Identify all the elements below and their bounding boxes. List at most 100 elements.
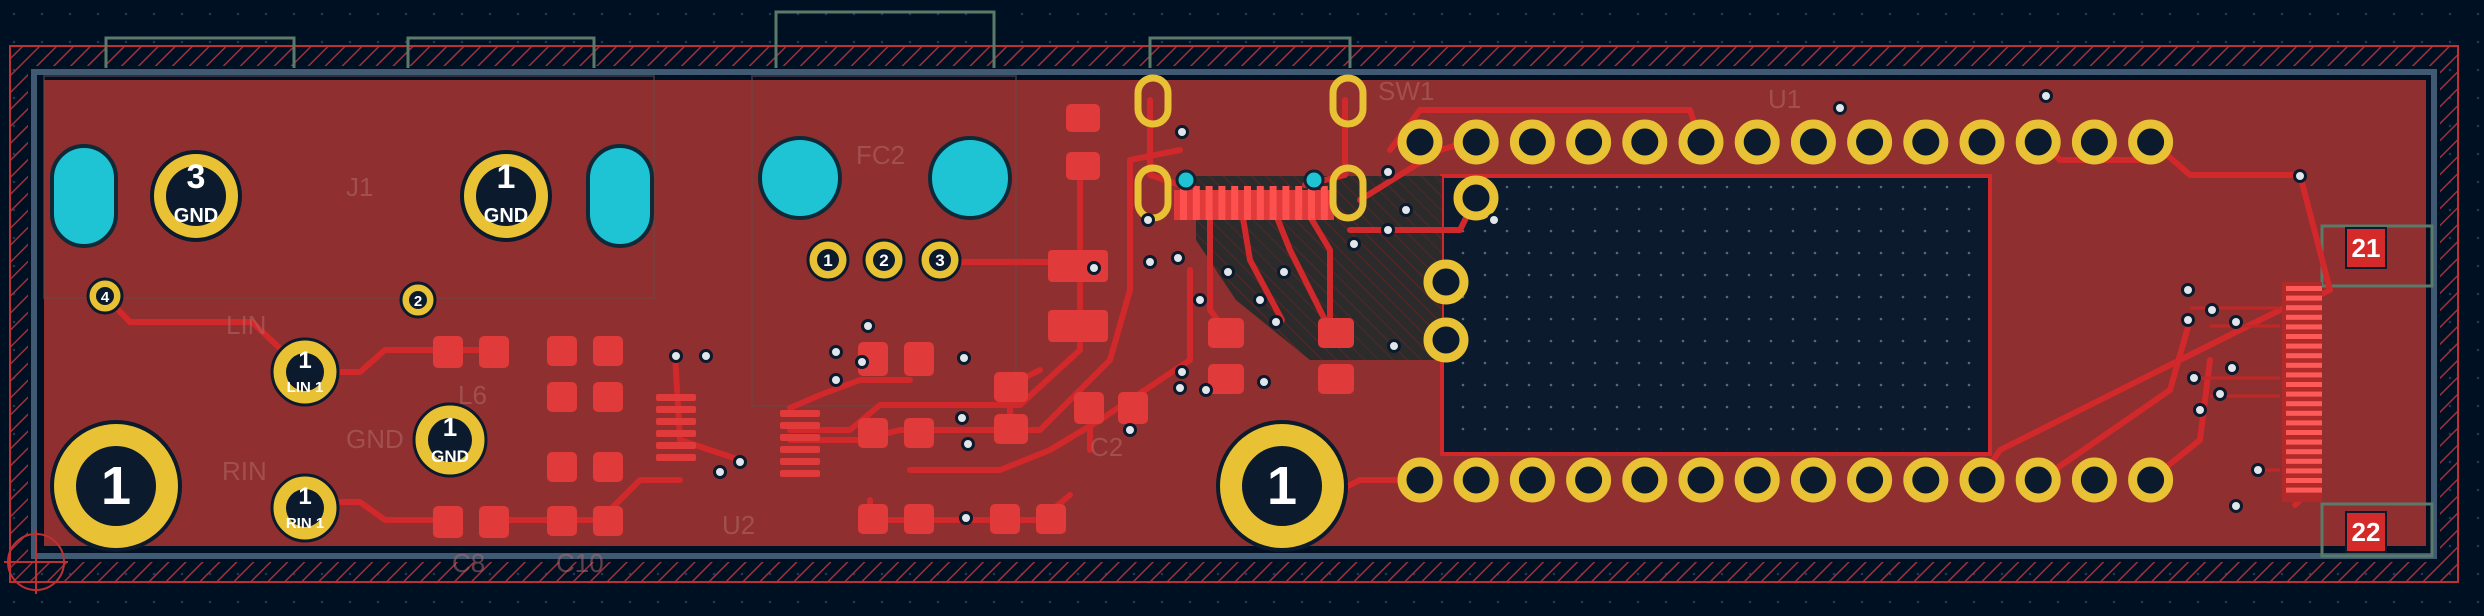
pad-number: 3 [187,158,206,196]
pad-number: 1 [298,483,311,510]
ic-pin [780,434,820,441]
header-pin [1509,119,1555,165]
fpc-pin [2286,401,2322,407]
fpc-connector [2282,282,2322,502]
fpc-pin [2286,382,2322,387]
header-pin [1847,457,1893,503]
pad-number: 1 [298,347,311,374]
ic-pin [656,430,696,437]
module-keepout [1196,174,1992,456]
ref-u1: U1 [1768,84,1801,114]
fpc-pin [2286,314,2322,320]
ref-c10: C10 [556,548,604,578]
ref-l6: L6 [458,380,487,410]
ic-pin [656,406,696,413]
via [2251,463,2265,477]
via [1141,213,1155,227]
pad-number: 1 [497,158,516,196]
ref-fc2: FC2 [856,140,905,170]
via [733,455,747,469]
header-pin [2071,457,2117,503]
header-pin [1566,119,1612,165]
j1-gnd-pad-3: 3 GND [150,150,242,242]
pad-number: 1 [101,456,131,516]
via [1173,381,1187,395]
fpc-pin [2286,468,2322,474]
via [957,351,971,365]
via [2229,499,2243,513]
pad-label: GND [431,447,469,466]
fpc-pin [2286,391,2322,397]
reference-designators: J1 FC2 U1 U2 C8 C10 C2 LIN RIN GND L6 SW… [222,76,1801,578]
fpc-pin [2286,334,2322,339]
via [2187,371,2201,385]
via [1199,383,1213,397]
header-pin [1734,457,1780,503]
header-pin [1734,119,1780,165]
usb-pin [1231,186,1239,220]
header-pin [2128,119,2174,165]
header-pin [1397,457,1443,503]
via [961,437,975,451]
header-pin [1397,119,1443,165]
vias [669,89,2307,525]
pad-number: 4 [101,289,110,306]
usb-connector [1134,74,1367,222]
pad-label: GND [484,205,528,227]
via [1087,261,1101,275]
fpc-pin [2286,487,2322,493]
ref-u2: U2 [722,510,755,540]
ref-j1: J1 [346,172,373,202]
ref-gnd: GND [346,424,404,454]
ic-pin [656,418,696,425]
header-pin [2071,119,2117,165]
usb-pin [1295,186,1303,220]
via [2225,361,2239,375]
via [1381,165,1395,179]
via [1123,423,1137,437]
through-hole-pads [1397,119,2174,503]
fpc-pin [2286,430,2322,435]
origin-marker [4,530,68,594]
fpc-pin [2286,295,2322,301]
usb-pin [1218,186,1226,220]
pin-badge-22: 22 [2345,511,2387,553]
fpc-pin [2286,286,2322,291]
badge-label: 21 [2352,233,2381,263]
pad-number: 2 [879,251,888,270]
usb-pin [1269,186,1277,220]
fpc-pin [2286,305,2322,311]
usb-pin [1256,186,1264,220]
via [861,319,875,333]
header-pin [1678,457,1724,503]
ic-pin [656,442,696,449]
usb-pin [1192,186,1200,220]
header-pin [2015,457,2061,503]
ic-pin [780,422,820,429]
via [959,511,973,525]
header-pin [1622,119,1668,165]
ic-pin [656,394,696,401]
via [1193,293,1207,307]
via [1381,223,1395,237]
via [1175,365,1189,379]
fpc-pin [2286,343,2322,349]
via [1269,315,1283,329]
header-pin [1509,457,1555,503]
ic-pin [780,410,820,417]
pad-number: 2 [414,293,422,310]
ref-c2: C2 [1090,432,1123,462]
header-pin [1959,119,2005,165]
via [1257,375,1271,389]
via [1175,125,1189,139]
header-pin [2015,119,2061,165]
small-pads: 4 2 [86,277,437,319]
pad-number: 3 [935,251,944,270]
via [2039,89,2053,103]
header-pin [1959,457,2005,503]
fpc-pin [2286,410,2322,416]
fpc-pin [2286,478,2322,483]
via [855,355,869,369]
mounting-slots [50,136,1012,248]
